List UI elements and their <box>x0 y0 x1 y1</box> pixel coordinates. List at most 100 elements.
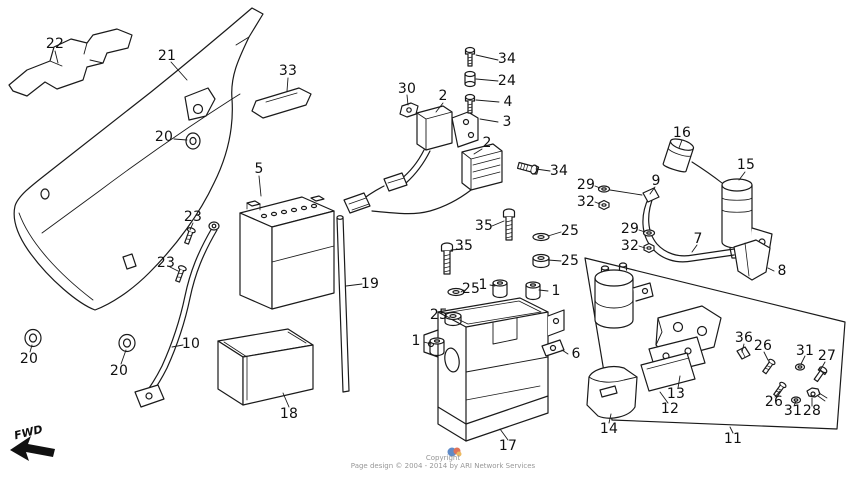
heat-guard-drawing <box>8 28 133 97</box>
grommet-20a-drawing <box>185 132 201 150</box>
part-callout: 23 <box>156 255 176 271</box>
battery-band-drawing <box>134 221 220 408</box>
cover-14-drawing <box>586 365 638 419</box>
part-callout: 28 <box>802 403 822 419</box>
washer-25c-drawing <box>447 287 465 297</box>
part-callout: 31 <box>795 343 815 359</box>
collar-24-drawing <box>464 70 476 88</box>
part-callout: 24 <box>497 73 517 89</box>
plate-12-drawing <box>640 352 696 392</box>
part-callout: 36 <box>734 330 754 346</box>
battery-drawing <box>239 195 335 310</box>
cdi-unit-drawing <box>343 105 503 215</box>
starter-relay-drawing <box>594 262 654 329</box>
nut-30-drawing <box>399 102 419 118</box>
part-callout: 12 <box>660 401 680 417</box>
part-callout: 15 <box>736 157 756 173</box>
part-callout: 17 <box>498 438 518 454</box>
nut-32a-drawing <box>598 199 610 211</box>
washer-29a-drawing <box>597 185 611 193</box>
part-callout: 30 <box>397 81 417 97</box>
screw-34-drawing <box>464 46 476 67</box>
part-callout: 11 <box>723 431 743 447</box>
part-callout: 23 <box>183 209 203 225</box>
part-callout: 27 <box>817 348 837 364</box>
ignition-coil-drawing <box>691 161 773 259</box>
part-callout: 1 <box>551 283 561 299</box>
part-callout: 2 <box>482 135 492 151</box>
part-callout: 25 <box>560 223 580 239</box>
part-callout: 25 <box>560 253 580 269</box>
bolt-35b-drawing <box>440 242 454 275</box>
part-callout: 18 <box>279 406 299 422</box>
copyright-line1: Copyright <box>425 454 461 462</box>
part-callout: 25 <box>461 281 481 297</box>
fwd-arrow-icon <box>10 436 55 461</box>
bolt-34b-drawing <box>516 161 540 175</box>
part-callout: 7 <box>693 231 703 247</box>
part-callout: 20 <box>109 363 129 379</box>
screw-23b-drawing <box>175 265 187 283</box>
stay-rod-drawing <box>336 215 350 393</box>
part-callout: 4 <box>503 94 513 110</box>
part-callout: 10 <box>181 336 201 352</box>
screw-23a-drawing <box>184 227 196 245</box>
part-callout: 1 <box>411 333 421 349</box>
part-callout: 33 <box>278 63 298 79</box>
part-callout: 9 <box>651 173 661 189</box>
grommet-20b-drawing <box>24 328 42 348</box>
mount-1b-drawing <box>525 281 541 301</box>
part-callout: 22 <box>45 36 65 52</box>
part-callout: 14 <box>599 421 619 437</box>
part-callout: 20 <box>154 129 174 145</box>
screw-26a-drawing <box>762 358 776 375</box>
stay-bracket-drawing <box>251 87 312 119</box>
part-callout: 32 <box>620 238 640 254</box>
part-callout: 25 <box>429 307 449 323</box>
part-callout: 32 <box>576 194 596 210</box>
part-callout: 21 <box>157 48 177 64</box>
part-callout: 34 <box>549 163 569 179</box>
leader-lines <box>29 50 826 441</box>
mount-1a-drawing <box>492 279 508 299</box>
part-callout: 19 <box>360 276 380 292</box>
battery-tray-drawing <box>217 328 314 406</box>
grommet-20c-drawing <box>118 333 136 353</box>
part-callout: 3 <box>502 114 512 130</box>
ari-logo-icon <box>447 447 462 457</box>
bolt-27-drawing <box>813 366 828 383</box>
copyright-line2: Page design © 2004 - 2014 by ARI Network… <box>350 462 536 470</box>
footer-credit: Copyright Page design © 2004 - 2014 by A… <box>283 454 603 471</box>
part-callout: 13 <box>666 386 686 402</box>
part-callout: 6 <box>571 346 581 362</box>
washer-25a-drawing <box>532 232 550 242</box>
part-callout: 29 <box>576 177 596 193</box>
part-callout: 5 <box>254 161 264 177</box>
part-callout: 35 <box>454 238 474 254</box>
part-callout: 8 <box>777 263 787 279</box>
washer-25b-drawing <box>532 253 550 269</box>
part-callout: 1 <box>478 277 488 293</box>
screw-26b-drawing <box>773 381 787 398</box>
mount-1c-drawing <box>429 337 445 357</box>
screw-4-drawing <box>464 93 476 114</box>
side-cover-drawing <box>13 7 264 311</box>
part-callout: 20 <box>19 351 39 367</box>
bolt-35a-drawing <box>502 208 516 241</box>
kit-box-outline <box>584 257 846 430</box>
washer-31a-drawing <box>794 363 806 371</box>
bolt-28-drawing <box>806 387 828 402</box>
plug-cap-drawing <box>733 239 771 281</box>
clip-36-drawing <box>736 346 751 360</box>
nut-32b-drawing <box>643 242 655 254</box>
part-callout: 16 <box>672 125 692 141</box>
part-callout: 26 <box>764 394 784 410</box>
boot-16-drawing <box>662 138 695 173</box>
part-callout: 34 <box>497 51 517 67</box>
bracket-6-drawing <box>541 339 565 357</box>
part-callout: 29 <box>620 221 640 237</box>
part-callout: 2 <box>438 88 448 104</box>
washer-29b-drawing <box>642 229 656 237</box>
part-callout: 31 <box>783 403 803 419</box>
